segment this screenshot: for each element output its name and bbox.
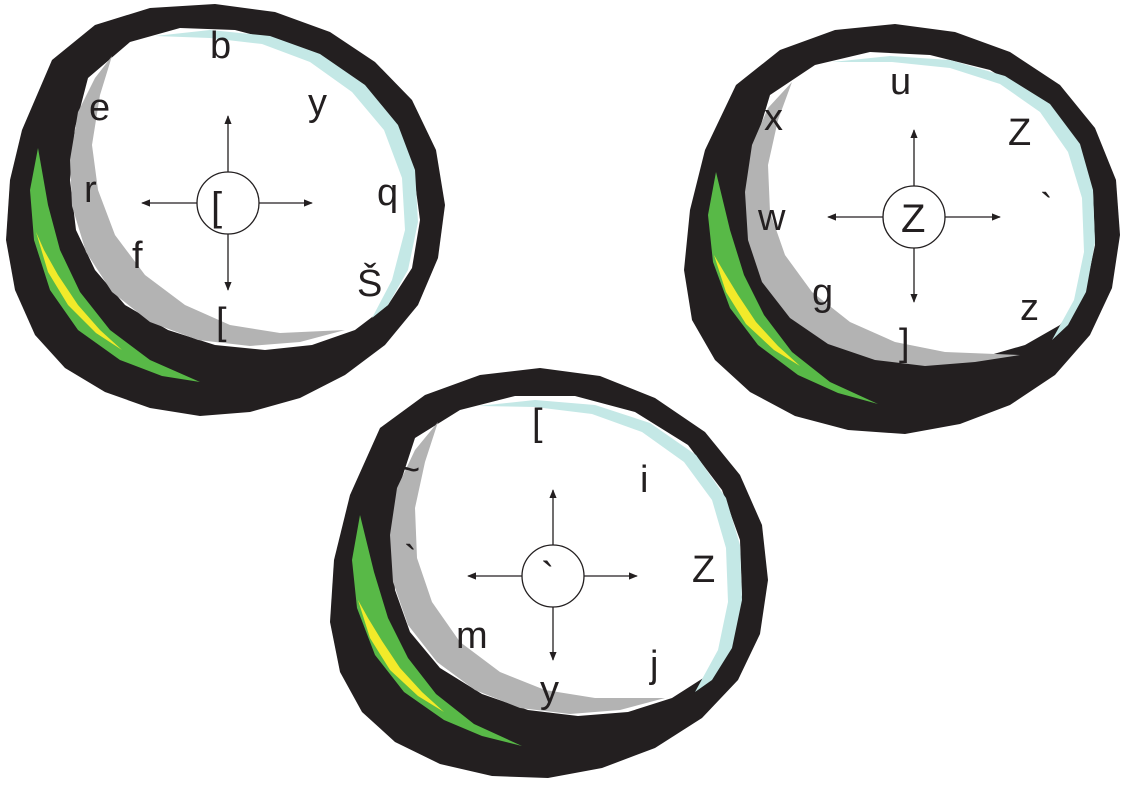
dial-label: Š xyxy=(357,261,382,305)
dial-label: Z xyxy=(692,549,715,591)
dial-label: u xyxy=(890,61,911,103)
dial-label: r xyxy=(84,169,97,211)
dial-label: x xyxy=(764,97,783,139)
dial-top-right: Z u Z ` z ] g w x xyxy=(684,24,1120,434)
dial-label: f xyxy=(132,235,143,277)
center-label: [ xyxy=(211,185,222,229)
dial-label: z xyxy=(1020,287,1039,329)
dial-label: g xyxy=(812,272,833,314)
dial-label: i xyxy=(640,459,648,501)
dial-top-left: [ b y q Š [ f r e xyxy=(6,4,445,416)
dial-label: ~ xyxy=(398,449,420,491)
dial-label: y xyxy=(540,669,559,711)
dial-label: [ xyxy=(216,301,227,343)
dial-label: ] xyxy=(899,322,910,364)
dial-label: ` xyxy=(404,539,417,581)
center-label: Z xyxy=(901,197,925,241)
dial-label: e xyxy=(89,87,110,129)
center-label: ` xyxy=(541,555,554,599)
dial-label: Z xyxy=(1008,112,1031,154)
dial-label: b xyxy=(210,25,231,67)
dial-bottom: ` [ i Z j y m ` ~ xyxy=(330,368,768,778)
dial-label: j xyxy=(649,644,658,686)
dial-label: ` xyxy=(1040,187,1053,229)
dial-label: y xyxy=(308,82,327,124)
dial-label: q xyxy=(377,172,398,214)
dial-label: [ xyxy=(532,402,543,444)
dial-label: m xyxy=(456,615,488,657)
dial-label: w xyxy=(757,197,786,239)
